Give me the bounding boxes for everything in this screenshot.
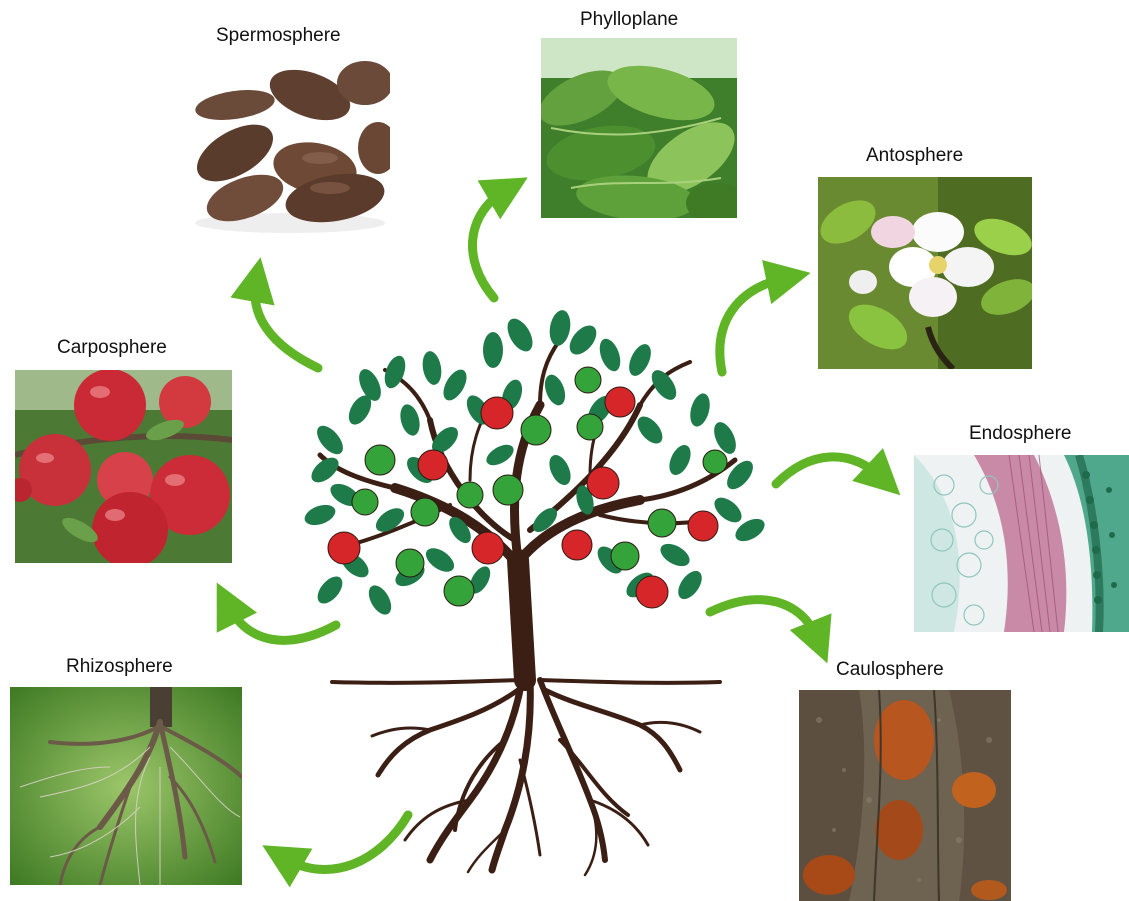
photo-phylloplane bbox=[541, 38, 737, 218]
roots-image bbox=[10, 687, 242, 885]
photo-carposphere bbox=[15, 370, 232, 563]
photo-spermosphere bbox=[190, 53, 390, 233]
blossom-image bbox=[818, 177, 1032, 369]
bark-image bbox=[799, 690, 1011, 901]
photo-endosphere bbox=[914, 455, 1129, 632]
photo-antosphere bbox=[818, 177, 1032, 369]
photo-caulosphere bbox=[799, 690, 1011, 901]
apples-on-branch-image bbox=[15, 370, 232, 563]
label-rhizosphere: Rhizosphere bbox=[66, 656, 173, 678]
label-phylloplane: Phylloplane bbox=[580, 9, 678, 31]
label-spermosphere: Spermosphere bbox=[216, 25, 341, 47]
stem-cross-section-image bbox=[914, 455, 1129, 632]
label-endosphere: Endosphere bbox=[969, 423, 1071, 445]
label-carposphere: Carposphere bbox=[57, 337, 167, 359]
apple-seeds-image bbox=[190, 53, 390, 233]
photo-rhizosphere bbox=[10, 687, 242, 885]
label-caulosphere: Caulosphere bbox=[836, 659, 944, 681]
tree-roots bbox=[372, 680, 700, 875]
label-antosphere: Antosphere bbox=[866, 145, 963, 167]
leaves-image bbox=[541, 38, 737, 218]
